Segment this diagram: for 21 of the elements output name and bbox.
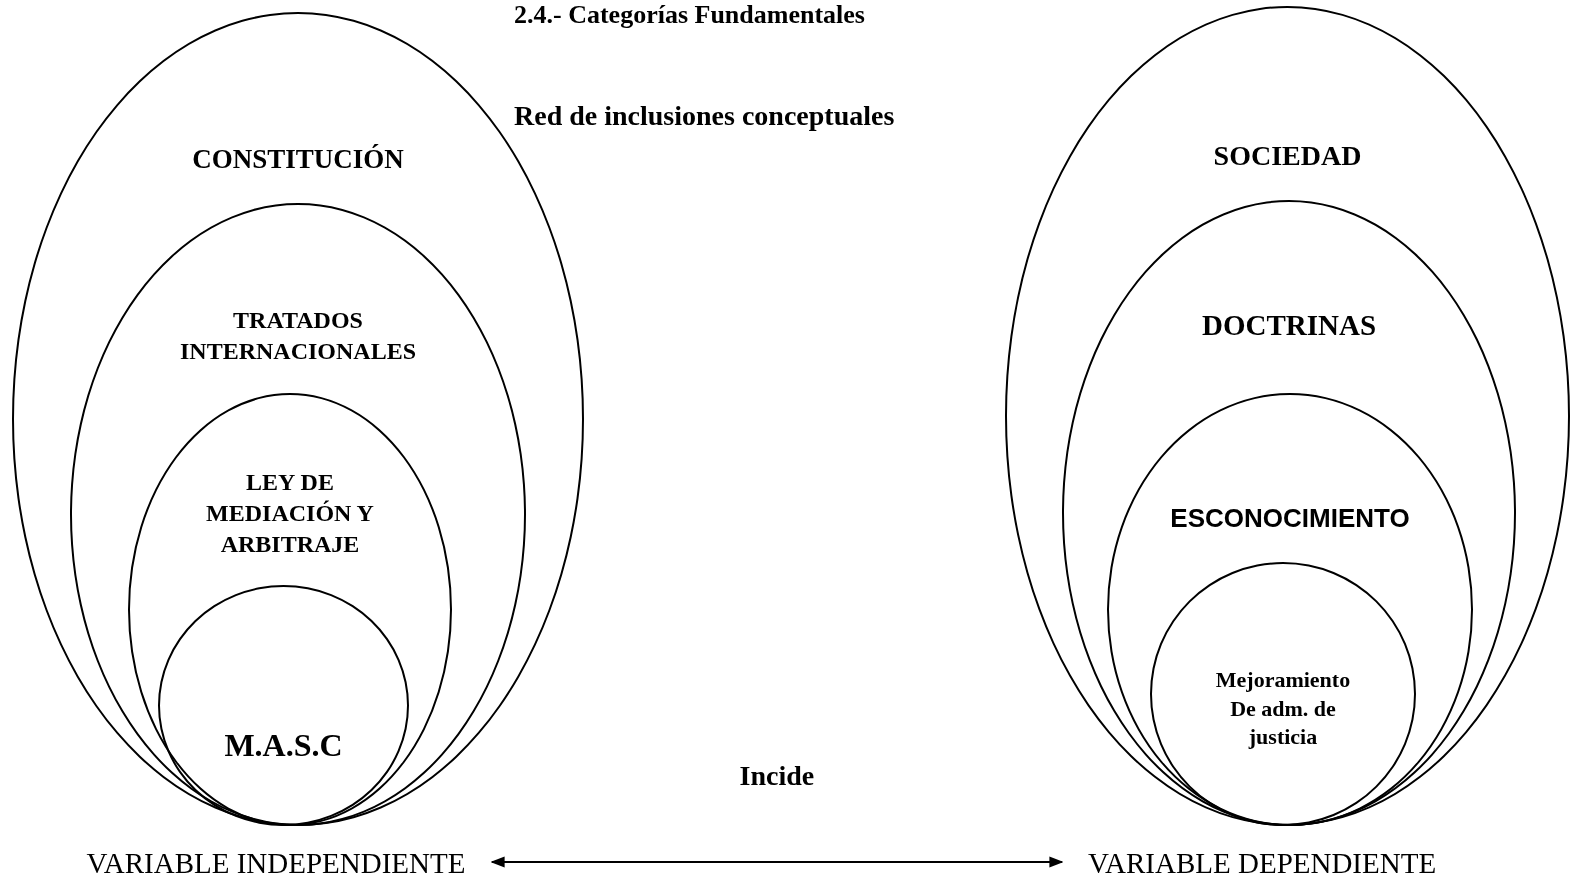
category-label: TRATADOS INTERNACIONALES xyxy=(178,306,418,367)
category-label: Mejoramiento De adm. de justicia xyxy=(1214,666,1352,752)
title: 2.4.- Categorías Fundamentales xyxy=(514,0,865,30)
category-label: LEY DE MEDIACIÓN Y ARBITRAJE xyxy=(205,468,375,560)
edge-label: Incide xyxy=(739,760,815,792)
category-oval xyxy=(158,585,409,826)
category-oval xyxy=(1150,562,1416,826)
category-label: DOCTRINAS xyxy=(1201,308,1377,343)
variable-label: VARIABLE DEPENDIENTE xyxy=(1086,846,1438,881)
double-arrow xyxy=(490,856,1064,868)
variable-label: VARIABLE INDEPENDIENTE xyxy=(85,846,467,881)
category-label: ESCONOCIMIENTO xyxy=(1169,502,1411,535)
category-oval xyxy=(128,393,452,826)
category-oval xyxy=(1107,393,1473,826)
subtitle: Red de inclusiones conceptuales xyxy=(514,100,895,132)
category-oval xyxy=(70,203,526,826)
category-oval xyxy=(1062,200,1516,826)
category-label: SOCIEDAD xyxy=(1212,139,1363,173)
category-label: M.A.S.C xyxy=(223,726,344,765)
category-label: CONSTITUCIÓN xyxy=(191,143,405,176)
category-oval xyxy=(1005,6,1570,826)
